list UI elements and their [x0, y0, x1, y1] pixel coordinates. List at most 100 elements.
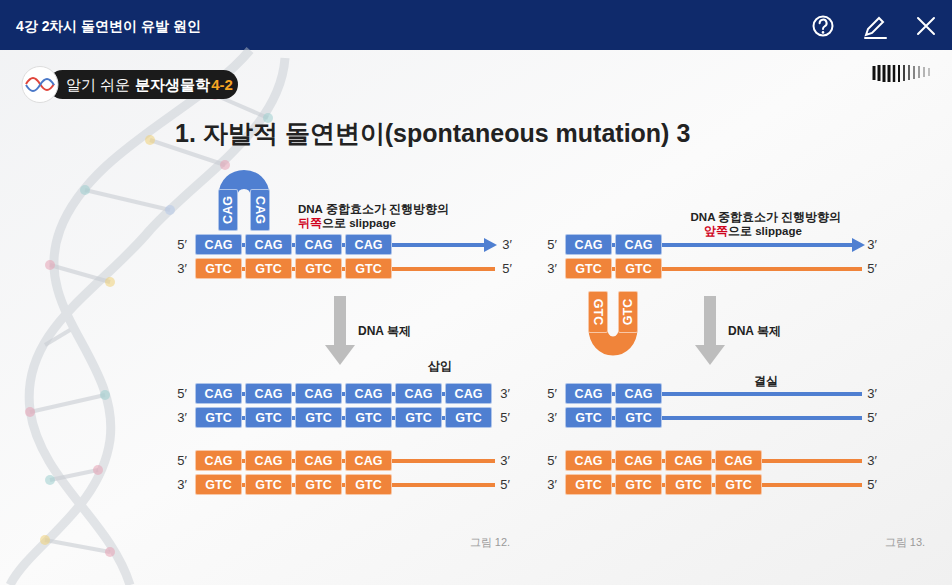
codon-text: GTC — [405, 411, 431, 425]
codon-text: CAG — [205, 238, 233, 252]
codon-text: GTC — [625, 262, 651, 276]
strand-end: 3′ — [500, 386, 510, 402]
codon-text: GTC — [205, 478, 231, 492]
codon-box: GTC — [245, 474, 292, 495]
codon-box: GTC — [195, 474, 242, 495]
strand-end: 3′ — [177, 477, 187, 493]
strand-end: 5′ — [177, 386, 187, 402]
codon-text: CAG — [305, 454, 333, 468]
strand-end: 5′ — [547, 237, 557, 253]
codon-box: GTC — [195, 258, 242, 279]
codon-box: CAG — [615, 383, 662, 404]
codon-text: GTC — [625, 478, 651, 492]
logo-badge — [22, 67, 58, 103]
codon-box: GTC — [345, 258, 392, 279]
process-label: DNA 복제 — [728, 324, 781, 338]
annotation-emphasis: 앞쪽 — [704, 225, 728, 239]
codon-text: CAG — [355, 454, 383, 468]
codon-box: CAG — [345, 234, 392, 255]
codon-text: CAG — [575, 454, 603, 468]
codon-box: GTC — [715, 474, 762, 495]
codon-box: GTC — [295, 407, 342, 428]
strand-end: 3′ — [867, 386, 877, 402]
annotation: 으로 slippage — [322, 217, 396, 231]
codon-text: CAG — [625, 238, 653, 252]
codon-text: GTC — [575, 262, 601, 276]
codon-text: CAG — [625, 454, 653, 468]
codon-box: CAG — [245, 383, 292, 404]
codon-box: CAG — [245, 450, 292, 471]
codon-text: CAG — [305, 238, 333, 252]
dna-strands — [195, 238, 865, 487]
annotation-emphasis: 뒤쪽 — [298, 217, 322, 231]
codon-text: CAG — [675, 454, 703, 468]
codon-text: GTC — [575, 411, 601, 425]
codon-text: CAG — [355, 238, 383, 252]
codon-text: CAG — [405, 387, 433, 401]
codon-box: GTC — [565, 474, 612, 495]
figure-number: 그림 13. — [885, 536, 925, 549]
codon-text: GTC — [255, 478, 281, 492]
strand-end: 3′ — [177, 261, 187, 277]
codon-text: CAG — [725, 454, 753, 468]
codon-text: GTC — [455, 411, 481, 425]
annotation: 으로 slippage — [728, 225, 802, 239]
codon-text: CAG — [255, 387, 283, 401]
strand-end: 5′ — [177, 237, 187, 253]
slide-title: 1. 자발적 돌연변이(spontaneous mutation) 3 — [175, 118, 690, 148]
codon-box: GTC — [245, 407, 292, 428]
codon-box: GTC — [295, 474, 342, 495]
codon-box: CAG — [395, 383, 442, 404]
result-label: 결실 — [754, 374, 778, 388]
codon-box: GTC — [615, 407, 662, 428]
codon-box: GTC — [395, 407, 442, 428]
helix-beads — [25, 90, 273, 557]
process-arrow — [695, 296, 725, 365]
codon-text: GTC — [355, 262, 381, 276]
helix-rungs — [30, 95, 268, 552]
codon-text: GTC — [305, 411, 331, 425]
codon-text: GTC — [205, 262, 231, 276]
codon-box: CAG — [615, 234, 662, 255]
codon-box: GTC — [565, 407, 612, 428]
strand-end: 5′ — [547, 453, 557, 469]
codon-box: GTC — [588, 291, 608, 333]
codon-text: CAG — [205, 387, 233, 401]
codon-box: CAG — [218, 189, 238, 231]
strand-end: 5′ — [867, 261, 877, 277]
codon-text: GTC — [255, 262, 281, 276]
result-label: 삽입 — [428, 359, 452, 373]
codon-text: CAG — [255, 238, 283, 252]
figure-number: 그림 12. — [470, 536, 510, 549]
codon-text: GTC — [255, 411, 281, 425]
logo-dna — [26, 78, 54, 90]
codon-box: CAG — [195, 450, 242, 471]
strand-end: 3′ — [177, 410, 187, 426]
codon-box: GTC — [195, 407, 242, 428]
codon-text: GTC — [591, 299, 605, 325]
top-bar — [0, 0, 952, 50]
process-label: DNA 복제 — [358, 324, 411, 338]
codon-box: GTC — [665, 474, 712, 495]
codon-text: GTC — [355, 411, 381, 425]
strand-end: 5′ — [500, 477, 510, 493]
strand-end: 3′ — [867, 237, 877, 253]
codon-text: GTC — [305, 478, 331, 492]
codon-text: CAG — [205, 454, 233, 468]
codon-box: CAG — [615, 450, 662, 471]
codon-box: GTC — [615, 474, 662, 495]
logo-text: 분자생물학 — [135, 76, 210, 94]
codon-box: GTC — [618, 291, 638, 333]
codon-box: CAG — [665, 450, 712, 471]
toolbar-icons — [814, 17, 935, 39]
codon-box: CAG — [295, 234, 342, 255]
codon-text: GTC — [205, 411, 231, 425]
logo-dna — [26, 79, 54, 91]
codon-box: GTC — [345, 474, 392, 495]
strand-end: 5′ — [500, 410, 510, 426]
strand-end: 5′ — [867, 410, 877, 426]
brand-stripes — [874, 65, 929, 82]
codon-text: GTC — [625, 411, 651, 425]
codon-text: GTC — [575, 478, 601, 492]
